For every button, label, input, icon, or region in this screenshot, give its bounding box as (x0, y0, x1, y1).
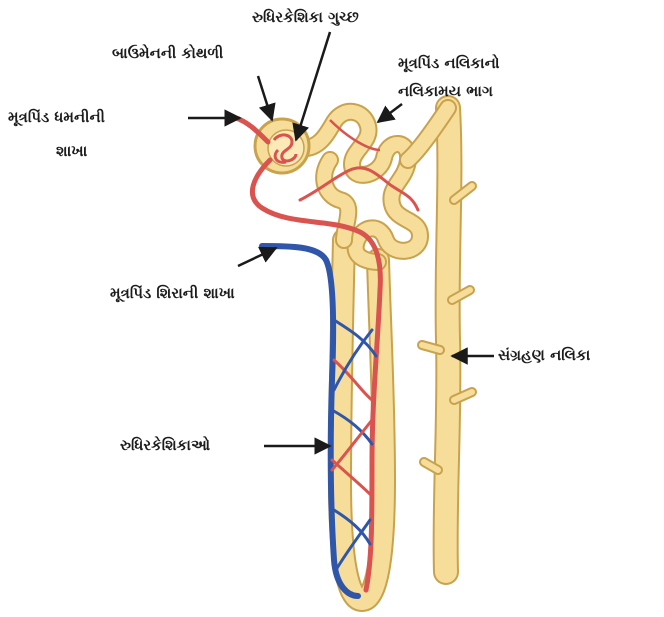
label-tubule-line1: મૂત્રપિંડ નલિકાનો (398, 52, 500, 74)
label-glomerulus: રુધિરકેશિકા ગુચ્છ (252, 6, 359, 28)
pointer-vein (238, 248, 276, 266)
pointer-bowman (258, 76, 272, 120)
label-bowman-capsule: બાઉમેનની કોથળી (112, 42, 223, 64)
pointer-tubule (378, 104, 402, 122)
collecting-duct (422, 108, 472, 572)
label-renal-vein: મૂત્રપિંડ શિરાની શાખા (110, 282, 235, 304)
convoluted-tubule (300, 108, 448, 262)
label-artery-line2: શાખા (56, 140, 87, 162)
label-tubule-line2: નલિકામય ભાગ (398, 80, 493, 102)
label-collecting-duct: સંગ્રહણ નલિકા (498, 344, 590, 366)
label-capillaries: રુધિરકેશિકાઓ (120, 434, 210, 456)
label-artery-line1: મૂત્રપિંડ ધમનીની (8, 106, 105, 128)
